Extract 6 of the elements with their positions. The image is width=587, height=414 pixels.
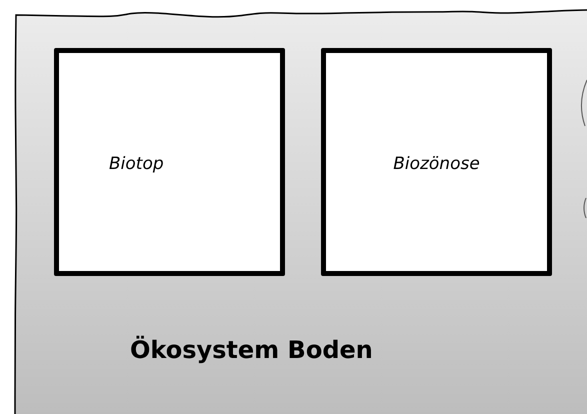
concept-label: Biotop [109, 154, 164, 174]
concept-box [54, 48, 285, 276]
ecosystem-panel [12, 8, 587, 414]
concept-box [321, 48, 552, 276]
ecosystem-title: Ökosystem Boden [130, 336, 373, 364]
concept-label: Biozönose [392, 154, 481, 174]
